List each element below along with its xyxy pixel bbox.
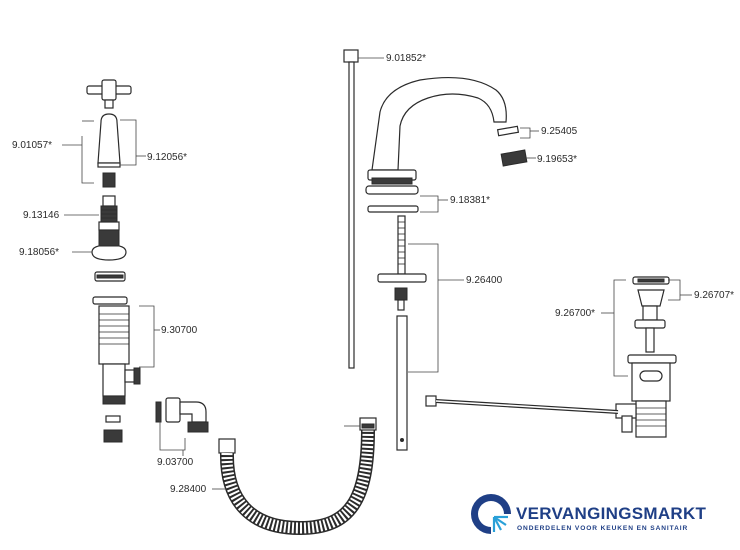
label-9-26400: 9.26400: [466, 275, 503, 286]
popup-horizontal-rod: [425, 395, 619, 414]
braided-hose: [218, 417, 377, 536]
label-9-12056: 9.12056*: [147, 152, 187, 163]
label-9-03700: 9.03700: [157, 457, 194, 468]
washer: [92, 296, 128, 305]
label-9-01852: 9.01852*: [386, 53, 426, 64]
label-9-26707: 9.26707*: [694, 290, 734, 301]
popup-waste: [615, 276, 677, 438]
label-9-18056: 9.18056*: [19, 247, 59, 258]
lift-rod: [343, 49, 359, 369]
spout: [365, 76, 507, 195]
label-9-01057: 9.01057*: [12, 140, 52, 151]
cross-handle: [86, 79, 132, 109]
label-9-25405: 9.25405: [541, 126, 578, 137]
shroud-ring: [97, 162, 121, 168]
label-9-18381: 9.18381*: [450, 195, 490, 206]
left-valve-assembly: [86, 79, 141, 443]
small-nut: [103, 429, 123, 443]
label-9-30700: 9.30700: [161, 325, 198, 336]
label-9-26700: 9.26700*: [555, 308, 595, 319]
label-9-13146: 9.13146: [23, 210, 60, 221]
valve-cartridge: [98, 195, 120, 231]
leader-lines: [62, 57, 692, 490]
brand-name: VERVANGINGSMARKT: [516, 504, 707, 523]
spindle-adapter: [102, 172, 116, 188]
small-ring: [105, 415, 121, 423]
mounting-plate: [377, 273, 427, 451]
part-labels: 9.01852* 9.01057* 9.12056* 9.25405 9.196…: [12, 53, 734, 495]
valve-flange: [91, 244, 127, 261]
elbow-connector: [155, 397, 209, 433]
threaded-stud: [397, 215, 406, 275]
aerator-seal: [496, 125, 520, 137]
logo-mark-icon: [471, 494, 513, 536]
valve-body: [98, 305, 141, 405]
label-9-19653: 9.19653*: [537, 154, 577, 165]
brand-logo: VERVANGINGSMARKT ONDERDELEN VOOR KEUKEN …: [471, 494, 707, 536]
brand-tagline: ONDERDELEN VOOR KEUKEN EN SANITAIR: [517, 525, 688, 532]
handle-shroud: [97, 113, 121, 164]
aerator: [500, 149, 528, 167]
spout-gasket: [367, 205, 419, 213]
label-9-28400: 9.28400: [170, 484, 207, 495]
